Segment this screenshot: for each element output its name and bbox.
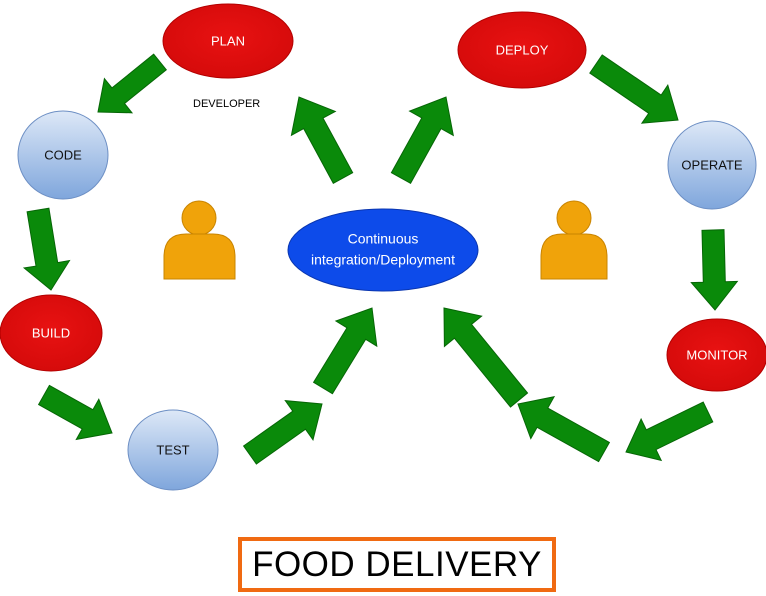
- ci-cd-label-line2: integration/Deployment: [311, 252, 455, 268]
- operate-node: [667, 120, 757, 210]
- arrow-ci-to-deploy: [390, 96, 454, 184]
- deploy-node: [457, 11, 587, 89]
- plan-node: [162, 3, 294, 79]
- arrow-ci-to-plan: [290, 96, 354, 184]
- arrow-plan-to-code: [97, 53, 168, 114]
- arrow-test-to-ci: [312, 307, 378, 395]
- deploy-label: DEPLOY: [496, 42, 549, 57]
- build-node: [0, 294, 103, 372]
- arrow-to-ci-right: [443, 307, 529, 408]
- arrow-monitor-to-ci-lower: [517, 395, 611, 463]
- arrow-operate-to-monitor: [690, 229, 739, 311]
- monitor-label: MONITOR: [686, 347, 747, 362]
- code-node: [17, 110, 109, 200]
- title-box: FOOD DELIVERY: [238, 537, 556, 592]
- ci-cd-label-line1: Continuous: [348, 231, 419, 247]
- arrow-monitor-to-center: [625, 401, 714, 462]
- arrow-deploy-to-operate: [589, 54, 679, 124]
- arrow-code-to-build: [22, 207, 71, 291]
- plan-label: PLAN: [211, 33, 245, 48]
- build-label: BUILD: [32, 325, 70, 340]
- person-icon: [163, 200, 236, 280]
- code-label: CODE: [44, 147, 82, 162]
- ci-cd-node: [287, 208, 479, 292]
- operate-label: OPERATE: [681, 157, 742, 172]
- monitor-node: [666, 318, 766, 392]
- test-label: TEST: [156, 442, 189, 457]
- person-icon: [540, 200, 608, 280]
- developer-label: DEVELOPER: [193, 98, 261, 110]
- diagram-title: FOOD DELIVERY: [252, 544, 542, 584]
- test-node: [127, 409, 219, 491]
- arrow-test-to-center: [242, 400, 323, 465]
- arrow-build-to-test: [37, 384, 113, 441]
